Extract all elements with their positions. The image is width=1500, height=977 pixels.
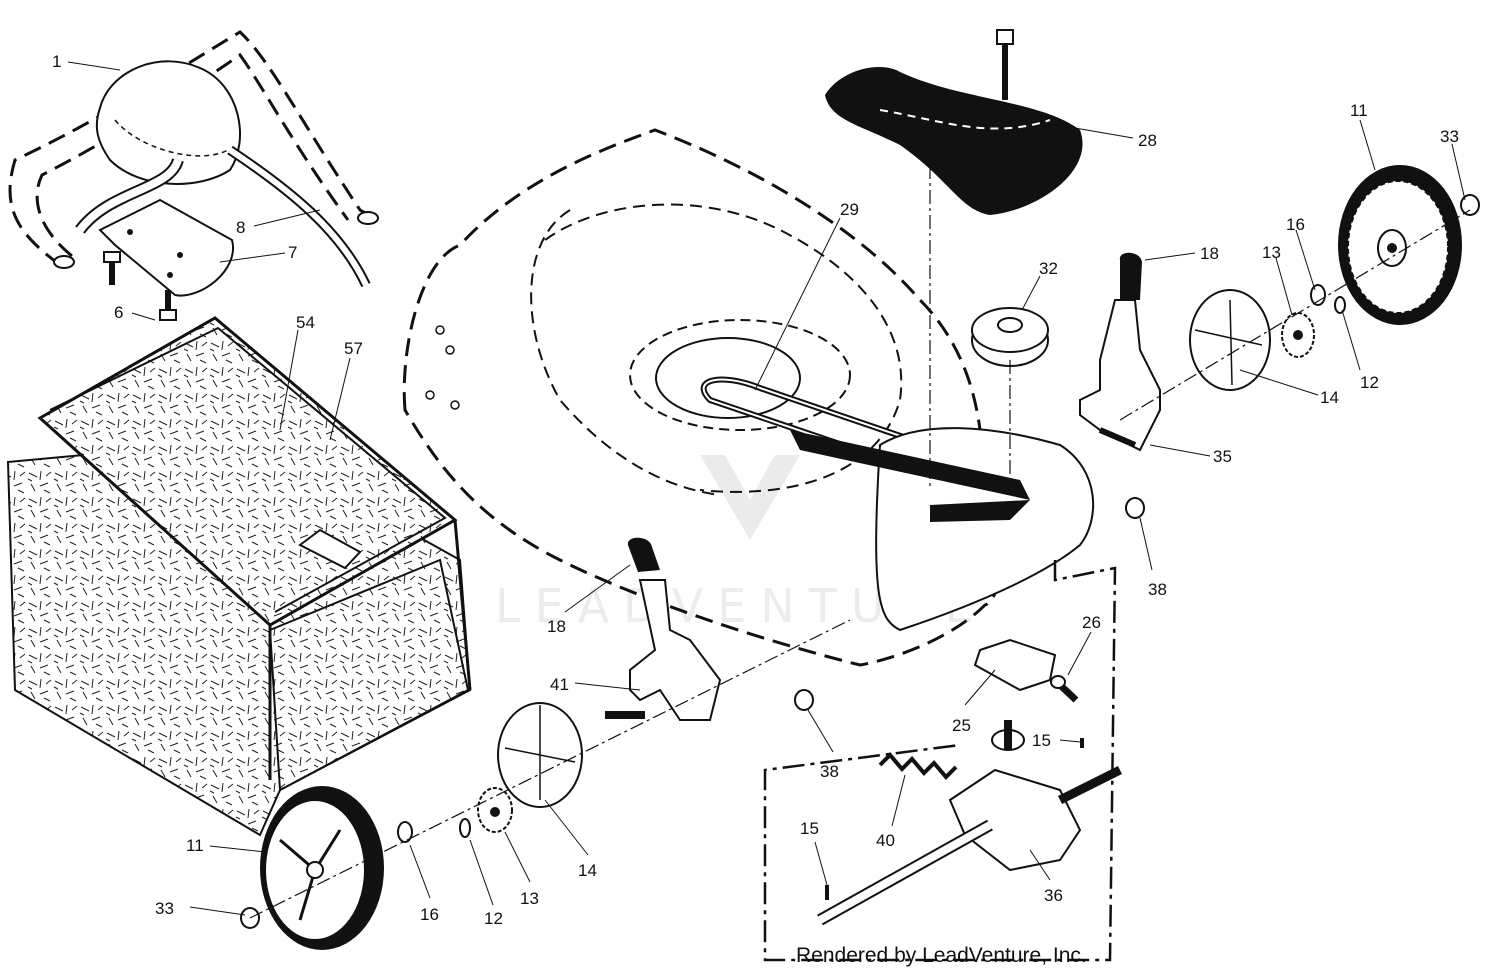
credit-text: Rendered by LeadVenture, Inc. xyxy=(796,944,1087,967)
mounting-bracket xyxy=(973,638,1057,692)
drive-gear-left xyxy=(477,787,513,833)
callout-33-right: 33 xyxy=(1440,127,1459,146)
callout-13-left: 13 xyxy=(520,889,539,908)
callout-35: 35 xyxy=(1213,447,1232,466)
callout-18-right: 18 xyxy=(1200,244,1219,263)
callout-38-right: 38 xyxy=(1148,580,1167,599)
height-adjuster-left xyxy=(605,537,722,721)
leader-lines xyxy=(67,61,1466,916)
callout-labels: 1 8 7 6 54 57 29 28 32 18 11 33 16 13 12… xyxy=(52,52,1459,928)
callout-41: 41 xyxy=(550,675,569,694)
wheel-disc-left xyxy=(497,702,583,808)
callout-1: 1 xyxy=(52,52,61,71)
clip-12-left xyxy=(459,818,471,838)
callout-36: 36 xyxy=(1044,886,1063,905)
callout-26: 26 xyxy=(1082,613,1101,632)
drive-axle xyxy=(817,819,993,926)
wheel-disc-right xyxy=(1189,289,1271,391)
axle-centerline-right xyxy=(1119,209,1471,421)
spring xyxy=(878,752,958,780)
callout-16-left: 16 xyxy=(420,905,439,924)
callout-16-right: 16 xyxy=(1286,215,1305,234)
callout-7: 7 xyxy=(288,243,297,262)
nut-38-left xyxy=(794,689,814,711)
callout-33-left: 33 xyxy=(155,899,174,918)
gearbox-region-outline xyxy=(763,560,1117,962)
callout-32: 32 xyxy=(1039,259,1058,278)
callout-29: 29 xyxy=(840,200,859,219)
callout-18-left: 18 xyxy=(547,617,566,636)
axle-centerline-left xyxy=(249,619,851,919)
drive-gear-right xyxy=(1281,312,1315,358)
callout-25: 25 xyxy=(952,716,971,735)
pulley xyxy=(971,307,1049,490)
nut-38-right xyxy=(1125,497,1145,519)
watermark-logo xyxy=(700,455,800,540)
washer-16-left xyxy=(397,821,413,843)
callout-11-right: 11 xyxy=(1350,101,1368,120)
bag-frame xyxy=(37,316,472,780)
bolt-6 xyxy=(103,251,177,321)
callout-40: 40 xyxy=(876,831,895,850)
callout-57: 57 xyxy=(344,339,363,358)
height-adjuster-right xyxy=(1079,252,1161,452)
wheel-right xyxy=(1338,165,1462,325)
callout-38-left: 38 xyxy=(820,762,839,781)
handle-grip xyxy=(95,60,241,185)
nut-33-right xyxy=(1460,194,1480,216)
callout-11-left: 11 xyxy=(186,836,204,855)
callout-14-right: 14 xyxy=(1320,388,1339,407)
wheel-left xyxy=(260,786,384,950)
callout-54: 54 xyxy=(296,313,315,332)
handle-bracket xyxy=(98,198,235,297)
callout-15-left: 15 xyxy=(800,819,819,838)
callout-28: 28 xyxy=(1138,131,1157,150)
bolt-26 xyxy=(1050,675,1079,703)
callout-15-right: 15 xyxy=(1032,731,1051,750)
callout-13-right: 13 xyxy=(1262,243,1281,262)
pin-15 xyxy=(825,738,1084,900)
belt-cover xyxy=(825,29,1083,490)
callout-6: 6 xyxy=(114,303,123,322)
callout-12-left: 12 xyxy=(484,909,503,928)
clip-12-right xyxy=(1334,296,1346,314)
callout-8: 8 xyxy=(236,218,245,237)
callout-14-left: 14 xyxy=(578,861,597,880)
callout-12-right: 12 xyxy=(1360,373,1379,392)
washer-16-right xyxy=(1310,284,1326,306)
